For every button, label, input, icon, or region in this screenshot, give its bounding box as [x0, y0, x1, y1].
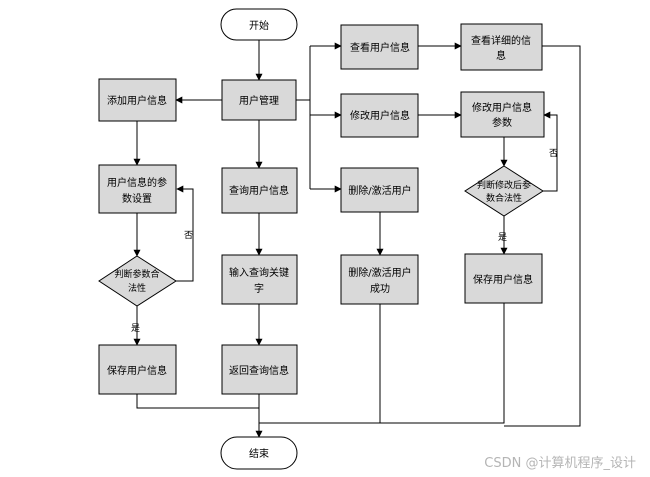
- start-label: 开始: [249, 19, 269, 32]
- save-right-label: 保存用户信息: [473, 273, 533, 286]
- judge-left-label-1: 判断参数合: [114, 268, 159, 280]
- left-no-label: 否: [184, 230, 193, 241]
- view-detail-label-2: 息: [496, 49, 506, 62]
- delete-success-label-2: 成功: [370, 283, 390, 295]
- judge-right-label-2: 数合法性: [486, 192, 522, 204]
- modify-params-node: 修改用户信息 参数: [460, 91, 545, 138]
- delete-success-node: 删除/激活用户 成功: [340, 254, 419, 305]
- edges: [133, 40, 581, 438]
- delete-user-label: 删除/激活用户: [348, 184, 411, 197]
- delete-success-label-1: 删除/激活用户: [348, 266, 411, 279]
- view-user-label: 查看用户信息: [350, 41, 410, 54]
- watermark-text: CSDN @计算机程序_设计: [484, 456, 636, 471]
- right-no-label: 否: [549, 148, 558, 159]
- modify-params-label-2: 参数: [492, 116, 512, 129]
- end-node: 结束: [220, 436, 298, 470]
- return-query-node: 返回查询信息: [221, 344, 298, 395]
- left-yes-label: 是: [131, 323, 140, 334]
- save-right-node: 保存用户信息: [464, 253, 543, 304]
- query-user-node: 查询用户信息: [221, 167, 298, 214]
- add-user-label: 添加用户信息: [107, 94, 167, 107]
- user-management-node: 用户管理: [221, 79, 297, 121]
- input-keyword-label-1: 输入查询关键: [229, 266, 289, 279]
- edge-save-right-end: [380, 303, 505, 424]
- judge-right-label-1: 判断修改后参: [477, 179, 531, 191]
- query-user-label: 查询用户信息: [229, 184, 289, 197]
- modify-user-node: 修改用户信息: [340, 93, 419, 138]
- end-label: 结束: [249, 447, 269, 460]
- edge-save-left-end: [136, 394, 259, 409]
- return-query-label: 返回查询信息: [229, 364, 289, 377]
- edge-judge-right-no: [543, 111, 558, 192]
- view-user-node: 查看用户信息: [340, 24, 419, 70]
- modify-user-label: 修改用户信息: [350, 109, 410, 122]
- judge-left-label-2: 法性: [128, 282, 146, 294]
- set-params-label-2: 数设置: [122, 192, 152, 205]
- edge-detail-end: [504, 45, 581, 427]
- save-left-node: 保存用户信息: [98, 344, 177, 395]
- user-management-label: 用户管理: [239, 94, 279, 107]
- delete-user-node: 删除/激活用户: [340, 167, 419, 213]
- input-keyword-label-2: 字: [254, 282, 264, 295]
- input-keyword-node: 输入查询关键 字: [221, 254, 298, 305]
- judge-left-node: 判断参数合 法性: [98, 255, 177, 307]
- set-params-label-1: 用户信息的参: [107, 176, 167, 189]
- view-detail-label-1: 查看详细的信: [471, 34, 531, 47]
- start-node: 开始: [220, 8, 298, 41]
- modify-params-label-1: 修改用户信息: [472, 101, 532, 114]
- judge-right-node: 判断修改后参 数合法性: [464, 165, 544, 217]
- save-left-label: 保存用户信息: [107, 364, 167, 377]
- edge-judge-left-no: [176, 185, 194, 282]
- add-user-node: 添加用户信息: [98, 78, 177, 122]
- view-detail-node: 查看详细的信 息: [460, 23, 543, 71]
- right-yes-label: 是: [498, 232, 507, 243]
- set-params-node: 用户信息的参 数设置: [98, 164, 177, 214]
